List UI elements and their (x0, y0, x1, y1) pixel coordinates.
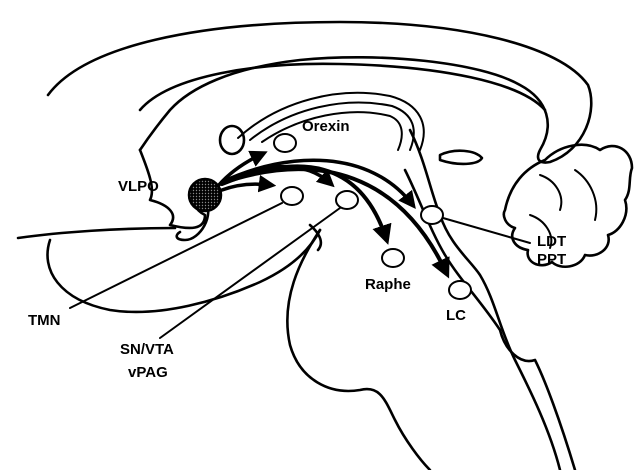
raphe-label: Raphe (365, 276, 411, 293)
tmn-label: TMN (28, 312, 61, 329)
raphe-nucleus (382, 249, 404, 267)
lc-nucleus (449, 281, 471, 299)
vlpo-label: VLPO (118, 178, 159, 195)
ldt-ppt-leader-line (443, 218, 530, 243)
ppt-label: PPT (537, 251, 566, 268)
sn-vta-nucleus (336, 191, 358, 209)
anterior-commissure (220, 126, 244, 154)
tmn-leader-line (70, 203, 282, 308)
ventral-outline (18, 228, 175, 238)
ldt-ppt-nucleus (421, 206, 443, 224)
cortex-arch-outline (48, 22, 591, 163)
vlpo-nucleus (189, 179, 221, 211)
cerebellum-fold-1 (540, 175, 561, 210)
cerebellum-fold-2 (575, 170, 596, 220)
medulla-outline (410, 130, 560, 470)
sn-vta-label: SN/VTA (120, 341, 174, 358)
arrow-to-tmn (222, 184, 270, 190)
ldt-label: LDT (537, 233, 566, 250)
aqueduct-shape (440, 151, 482, 164)
orexin-label: Orexin (302, 118, 350, 135)
pons-outline (287, 230, 430, 470)
vpag-label: vPAG (128, 364, 168, 381)
cerebellum-outline (504, 145, 632, 267)
lc-label: LC (446, 307, 466, 324)
orexin-nucleus (274, 134, 296, 152)
tmn-nucleus (281, 187, 303, 205)
